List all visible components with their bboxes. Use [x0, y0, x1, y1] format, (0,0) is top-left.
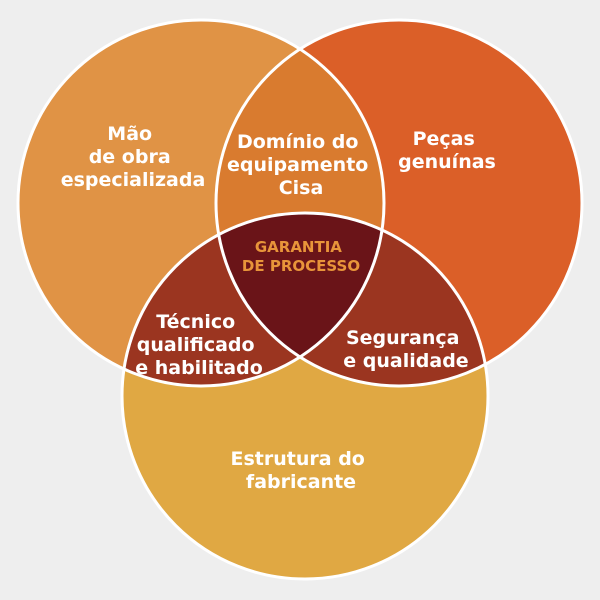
- region-right-bottom: [216, 213, 488, 386]
- label-left-bottom: Técnico qualificado e habilitado: [135, 311, 263, 379]
- label-right: Peças genuínas: [398, 128, 496, 173]
- label-left-right: Domínio do equipamento Cisa: [227, 131, 375, 199]
- label-bottom: Estrutura do fabricante: [231, 448, 372, 493]
- region-left-bottom: [122, 213, 384, 386]
- label-left: Mão de obra especializada: [61, 123, 206, 191]
- label-center: GARANTIA DE PROCESSO: [242, 238, 360, 275]
- circle-outlines: [16, 18, 584, 581]
- label-right-bottom: Segurança e qualidade: [343, 327, 468, 372]
